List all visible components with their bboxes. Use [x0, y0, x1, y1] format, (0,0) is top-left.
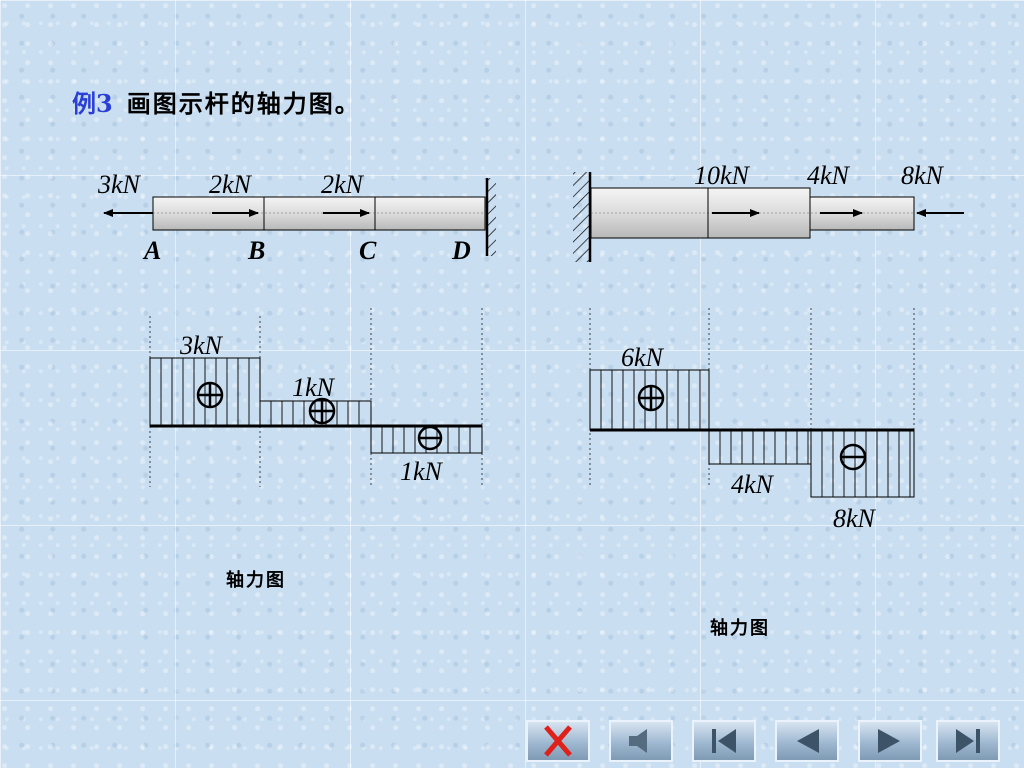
hatching [600, 370, 701, 430]
axial-label: 3kN [179, 331, 224, 360]
left-bar-group: 3kN 2kN 2kN A B C D [97, 170, 496, 265]
sound-button[interactable] [609, 720, 673, 762]
minus-sign-icon [839, 443, 867, 471]
hatching [821, 430, 911, 497]
point-label-c: C [359, 236, 377, 265]
plus-sign-icon [637, 384, 665, 412]
force-label-10kn: 10kN [694, 161, 751, 190]
axial-label: 8kN [833, 504, 877, 533]
plus-sign-icon [196, 381, 224, 409]
left-wall-hatch [488, 178, 496, 256]
axial-label: 1kN [292, 373, 336, 402]
hatching [719, 430, 809, 464]
right-wall-hatch [573, 172, 589, 262]
right-bar-group: 10kN 4kN 8kN [573, 161, 964, 262]
point-label-a: A [142, 236, 161, 265]
plus-sign-icon [308, 397, 336, 425]
force-label-a: 3kN [97, 170, 142, 199]
point-label-b: B [247, 236, 265, 265]
axial-block [589, 369, 710, 431]
left-bar [152, 196, 486, 231]
left-axial-diagram: 3kN 1kN 1kN [149, 308, 483, 487]
skip-to-end-icon [956, 729, 980, 753]
axial-label: 1kN [400, 457, 444, 486]
speaker-icon [629, 729, 647, 753]
example-number: 例3 [72, 89, 113, 118]
force-label-4kn: 4kN [807, 161, 851, 190]
skip-to-start-icon [712, 729, 736, 753]
previous-slide-button[interactable] [775, 720, 839, 762]
force-label-8kn: 8kN [901, 161, 945, 190]
close-button[interactable] [526, 720, 590, 762]
minus-sign-icon [417, 425, 443, 451]
last-slide-button[interactable] [936, 720, 1000, 762]
axial-label: 6kN [621, 343, 665, 372]
close-icon [544, 725, 572, 757]
next-icon [878, 729, 900, 753]
right-axial-diagram: 6kN 4kN 8kN [589, 308, 915, 533]
axial-block [708, 429, 812, 465]
previous-icon [797, 729, 819, 753]
hatching [160, 358, 250, 426]
point-label-d: D [451, 236, 471, 265]
title-text: 画图示杆的轴力图。 [126, 89, 361, 118]
first-slide-button[interactable] [692, 720, 756, 762]
left-diagram-caption: 轴力图 [226, 570, 286, 591]
next-slide-button[interactable] [858, 720, 922, 762]
page-title: 例3 画图示杆的轴力图。 [72, 84, 361, 119]
axial-label: 4kN [731, 470, 775, 499]
force-label-c: 2kN [321, 170, 365, 199]
right-diagram-caption: 轴力图 [710, 618, 770, 639]
force-label-b: 2kN [209, 170, 253, 199]
